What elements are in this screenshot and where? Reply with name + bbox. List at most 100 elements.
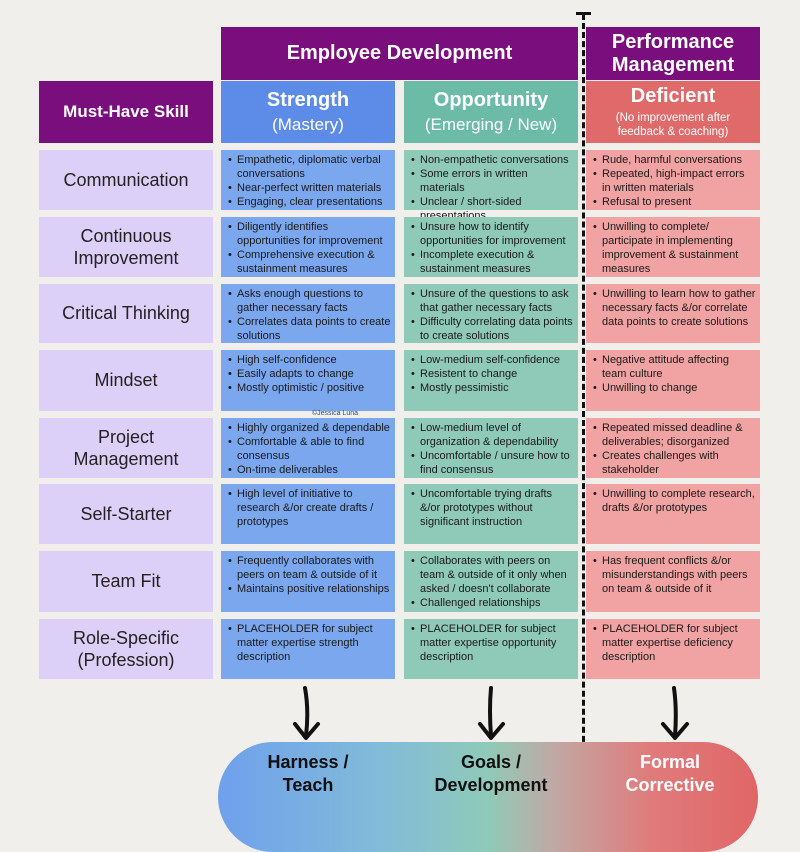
strength-item: Engaging, clear presentations	[228, 195, 391, 209]
opportunity-cell: Uncomfortable trying drafts &/or prototy…	[404, 484, 578, 544]
opportunity-item: Uncomfortable trying drafts &/or prototy…	[411, 487, 574, 529]
strength-item: Empathetic, diplomatic verbal conversati…	[228, 153, 391, 181]
arrow-down-icon	[478, 686, 505, 740]
skill-label: Self-Starter	[80, 503, 172, 524]
deficient-item: Repeated missed deadline & deliverables;…	[593, 421, 756, 449]
strength-item: Comprehensive execution & sustainment me…	[228, 248, 391, 276]
skill-communication: Communication	[39, 150, 213, 210]
opportunity-column-header: Opportunity (Emerging / New)	[404, 81, 578, 143]
skill-continuous-improvement: Continuous Improvement	[39, 217, 213, 277]
employee-development-title: Employee Development	[286, 42, 513, 64]
skill-label: Role-Specific (Profession)	[72, 627, 180, 671]
opportunity-cell: Unsure how to identify opportunities for…	[404, 217, 578, 277]
deficient-cell: Unwilling to complete research, drafts &…	[586, 484, 760, 544]
divider-cap	[576, 12, 591, 15]
opportunity-item: Collaborates with peers on team & outsid…	[411, 554, 574, 596]
opportunity-item: Unsure of the questions to ask that gath…	[411, 287, 574, 315]
deficient-item: Unwilling to complete/ participate in im…	[593, 220, 756, 276]
skill-label: Communication	[63, 169, 189, 190]
deficient-item: Refusal to present	[593, 195, 756, 209]
skill-critical-thinking: Critical Thinking	[39, 284, 213, 343]
skill-mindset: Mindset	[39, 350, 213, 411]
deficient-cell: Repeated missed deadline & deliverables;…	[586, 418, 760, 478]
opportunity-item: Uncomfortable / unsure how to find conse…	[411, 449, 574, 477]
deficient-title: Deficient	[630, 84, 716, 107]
skill-label: Project Management	[73, 426, 179, 470]
deficient-item: PLACEHOLDER for subject matter expertise…	[593, 622, 756, 664]
arrow-down-icon	[293, 686, 320, 740]
performance-management-title: Performance Management	[611, 30, 735, 76]
strength-column-header: Strength (Mastery)	[221, 81, 395, 143]
strength-item: Asks enough questions to gather necessar…	[228, 287, 391, 315]
opportunity-cell: Unsure of the questions to ask that gath…	[404, 284, 578, 343]
opportunity-item: Challenged relationships	[411, 596, 574, 610]
strength-item: Frequently collaborates with peers on te…	[228, 554, 391, 582]
skill-team-fit: Team Fit	[39, 551, 213, 612]
deficient-cell: Unwilling to complete/ participate in im…	[586, 217, 760, 277]
strength-item: Mostly optimistic / positive	[228, 381, 391, 395]
section-divider	[582, 14, 585, 814]
skill-label: Critical Thinking	[62, 303, 190, 324]
strength-item: Near-perfect written materials	[228, 181, 391, 195]
opportunity-item: Some errors in written materials	[411, 167, 574, 195]
deficient-column-header: Deficient (No improvement after feedback…	[586, 81, 760, 143]
strength-item: Correlates data points to create solutio…	[228, 315, 391, 343]
opportunity-cell: Low-medium self-confidence Resistent to …	[404, 350, 578, 411]
deficient-cell: Unwilling to learn how to gather necessa…	[586, 284, 760, 343]
skill-role-specific: Role-Specific (Profession)	[39, 619, 213, 679]
deficient-item: Unwilling to complete research, drafts &…	[593, 487, 756, 515]
strength-cell: PLACEHOLDER for subject matter expertise…	[221, 619, 395, 679]
strength-cell: Asks enough questions to gather necessar…	[221, 284, 395, 343]
deficient-cell: PLACEHOLDER for subject matter expertise…	[586, 619, 760, 679]
opportunity-item: Low-medium self-confidence	[411, 353, 574, 367]
strength-cell: Highly organized & dependable Comfortabl…	[221, 418, 395, 478]
opportunity-title: Opportunity	[433, 89, 549, 111]
strength-item: High level of initiative to research &/o…	[228, 487, 391, 529]
deficient-item: Has frequent conflicts &/or misunderstan…	[593, 554, 756, 596]
opportunity-item: Low-medium level of organization & depen…	[411, 421, 574, 449]
strength-item: High self-confidence	[228, 353, 391, 367]
deficient-cell: Has frequent conflicts &/or misunderstan…	[586, 551, 760, 612]
outcome-deficient: Formal Corrective	[625, 752, 715, 795]
outcome-opportunity: Goals / Development	[434, 752, 548, 795]
skill-project-management: Project Management	[39, 418, 213, 478]
deficient-item: Unwilling to learn how to gather necessa…	[593, 287, 756, 329]
skill-label: Team Fit	[91, 571, 161, 592]
strength-item: Maintains positive relationships	[228, 582, 391, 596]
opportunity-cell: Non-empathetic conversations Some errors…	[404, 150, 578, 222]
strength-item: Diligently identifies opportunities for …	[228, 220, 391, 248]
strength-cell: High self-confidence Easily adapts to ch…	[221, 350, 395, 411]
opportunity-cell: PLACEHOLDER for subject matter expertise…	[404, 619, 578, 679]
opportunity-item: Incomplete execution & sustainment measu…	[411, 248, 574, 276]
deficient-item: Negative attitude affecting team culture	[593, 353, 756, 381]
opportunity-cell: Low-medium level of organization & depen…	[404, 418, 578, 478]
arrow-down-icon	[661, 686, 689, 740]
must-have-skill-header: Must-Have Skill	[39, 81, 213, 143]
opportunity-item: Mostly pessimistic	[411, 381, 574, 395]
skill-label: Continuous Improvement	[73, 225, 179, 269]
opportunity-item: Unsure how to identify opportunities for…	[411, 220, 574, 248]
strength-cell: Frequently collaborates with peers on te…	[221, 551, 395, 612]
strength-item: Easily adapts to change	[228, 367, 391, 381]
performance-management-header: Performance Management	[586, 27, 760, 80]
skill-self-starter: Self-Starter	[39, 484, 213, 544]
deficient-subtitle: (No improvement after feedback & coachin…	[615, 111, 731, 138]
employee-development-header: Employee Development	[221, 27, 578, 80]
strength-cell: High level of initiative to research &/o…	[221, 484, 395, 544]
opportunity-item: Non-empathetic conversations	[411, 153, 574, 167]
watermark: ©Jessica Luna	[312, 410, 359, 417]
opportunity-item: PLACEHOLDER for subject matter expertise…	[411, 622, 574, 664]
strength-cell: Empathetic, diplomatic verbal conversati…	[221, 150, 395, 210]
strength-title: Strength	[266, 89, 350, 111]
opportunity-item: Resistent to change	[411, 367, 574, 381]
outcome-strength: Harness / Teach	[267, 752, 349, 795]
deficient-item: Unwilling to change	[593, 381, 756, 395]
deficient-cell: Rude, harmful conversations Repeated, hi…	[586, 150, 760, 210]
skill-label: Mindset	[94, 370, 158, 391]
deficient-item: Rude, harmful conversations	[593, 153, 756, 167]
strength-item: Highly organized & dependable	[228, 421, 391, 435]
strength-item: Comfortable & able to find consensus	[228, 435, 391, 463]
strength-cell: Diligently identifies opportunities for …	[221, 217, 395, 277]
deficient-cell: Negative attitude affecting team culture…	[586, 350, 760, 411]
deficient-item: Creates challenges with stakeholder	[593, 449, 756, 477]
